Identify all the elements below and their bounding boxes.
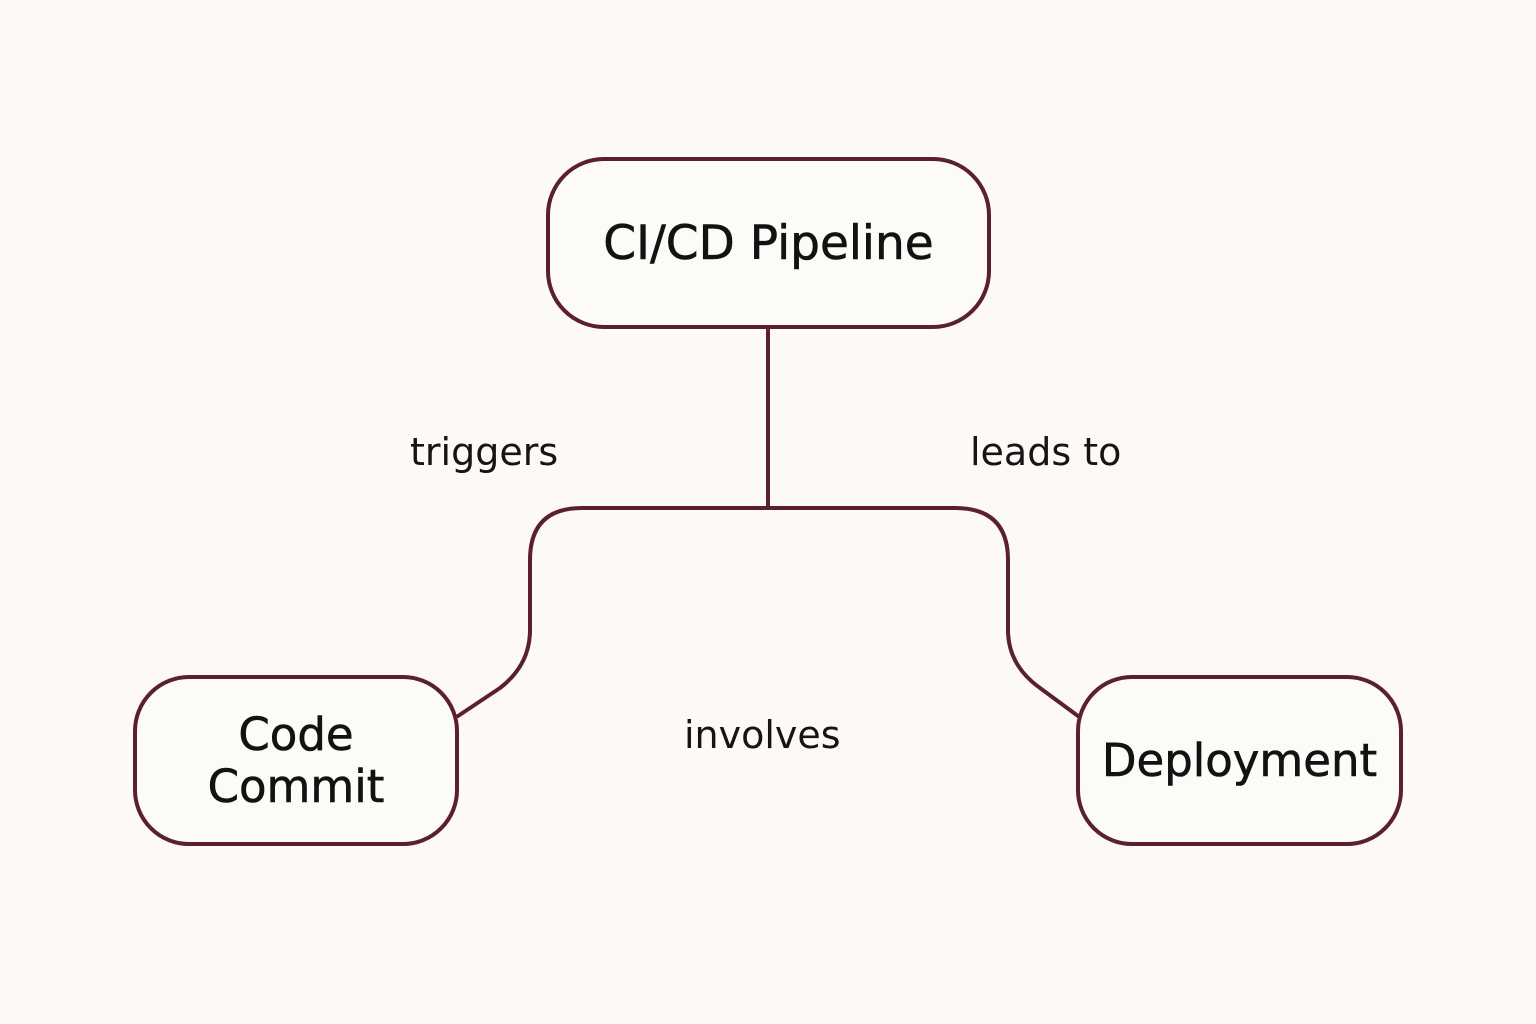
node-deployment-label: Deployment [1101,734,1378,788]
node-code-commit-label: Code Commit [207,707,385,813]
node-ci-cd-pipeline: CI/CD Pipeline [546,157,991,329]
node-deployment: Deployment [1076,675,1403,846]
edge-label-leads-to: leads to [970,430,1122,474]
branch-line-right [766,506,1080,718]
edge-label-involves: involves [684,713,841,757]
node-code-commit: Code Commit [133,675,459,846]
branch-line-left [456,506,770,718]
edge-label-triggers: triggers [410,430,559,474]
node-ci-cd-pipeline-label: CI/CD Pipeline [603,215,934,271]
